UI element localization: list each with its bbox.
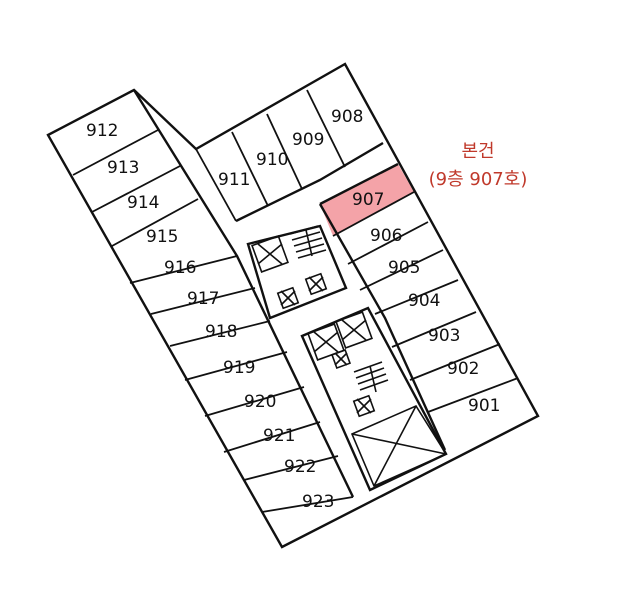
plan-linework	[46, 62, 540, 549]
left-wing-dividers	[72, 129, 354, 513]
room-904-label: 904	[408, 291, 440, 311]
room-909-label: 909	[292, 130, 324, 150]
room-908-label: 908	[331, 107, 363, 127]
room-923-label: 923	[302, 492, 334, 512]
room-912-label: 912	[86, 121, 118, 141]
room-915-label: 915	[146, 227, 178, 247]
room-914-label: 914	[127, 193, 159, 213]
room-910-label: 910	[256, 150, 288, 170]
room-916-label: 916	[164, 258, 196, 278]
upper-core-stair	[251, 225, 328, 310]
room-905-label: 905	[388, 258, 420, 278]
room-919-label: 919	[223, 358, 255, 378]
room-906-label: 906	[370, 226, 402, 246]
room-902-label: 902	[447, 359, 479, 379]
room-911-label: 911	[218, 170, 250, 190]
room-901-label: 901	[468, 396, 500, 416]
lower-core-outline	[300, 306, 448, 492]
room-921-label: 921	[263, 426, 295, 446]
subject-note-line2: (9층 907호)	[429, 169, 528, 190]
room-907-label: 907	[352, 190, 384, 210]
room-918-label: 918	[205, 322, 237, 342]
lower-core-stair	[307, 311, 448, 488]
room-922-label: 922	[284, 457, 316, 477]
right-wing-dividers	[332, 191, 519, 413]
top-block-bottom-edge	[235, 141, 384, 223]
room-913-label: 913	[107, 158, 139, 178]
top-block-dividers	[195, 89, 346, 222]
right-wing-inner-edge	[318, 203, 447, 451]
left-wing-inner-edge	[132, 89, 355, 498]
room-920-label: 920	[244, 392, 276, 412]
room-907-highlight	[320, 164, 414, 236]
room-labels: 912 913 914 915 916 917 918 919 920 921 …	[86, 107, 500, 512]
room-917-label: 917	[187, 289, 219, 309]
room-903-label: 903	[428, 326, 460, 346]
subject-note-line1: 본건	[461, 141, 494, 162]
